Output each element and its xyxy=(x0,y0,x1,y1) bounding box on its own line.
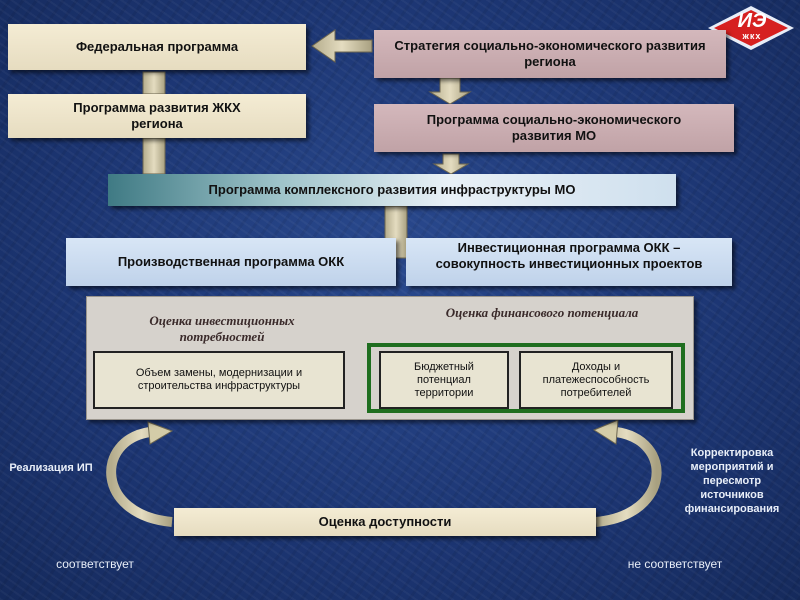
infrastructure-program-box: Программа комплексного развития инфрастр… xyxy=(108,174,676,206)
logo-diamond-icon xyxy=(708,6,794,50)
finance-heading: Оценка финансового потенциала xyxy=(445,305,639,320)
production-program-box: Производственная программа ОКК xyxy=(66,238,396,286)
mo-program-box: Программа социально-экономического разви… xyxy=(374,104,734,152)
matches-label: соответствует xyxy=(56,557,134,571)
needs-heading: Оценка инвестиционных потребностей xyxy=(149,313,295,344)
arrow-mo-to-infra xyxy=(432,153,470,175)
logo-subtext: жкх xyxy=(742,31,762,41)
cycle-right-arc xyxy=(595,427,662,527)
assessment-panel: Оценка инвестиционных потребностей Оценк… xyxy=(86,296,694,420)
cycle-right-arrowhead xyxy=(592,419,619,445)
budget-box: Бюджетный потенциал территории xyxy=(379,351,509,409)
arrow-strategy-to-federal xyxy=(311,29,373,63)
logo-text: ИЭ xyxy=(737,10,767,32)
federal-program-box: Федеральная программа xyxy=(8,24,306,70)
connector-federal-housing xyxy=(142,71,166,95)
strategy-box: Стратегия социально-экономического разви… xyxy=(374,30,726,78)
correction-label: Корректировка мероприятий и пересмотр ис… xyxy=(684,447,780,515)
cycle-left-arc xyxy=(106,427,173,527)
connector-housing-infra xyxy=(142,137,166,175)
implementation-label: Реализация ИП xyxy=(9,462,93,474)
cycle-left-arrowhead xyxy=(147,421,174,445)
finance-frame xyxy=(367,343,685,413)
logo: ИЭ жкх xyxy=(706,4,796,52)
housing-program-box: Программа развития ЖКХ региона xyxy=(8,94,306,138)
volume-box: Объем замены, модернизации и строительст… xyxy=(93,351,345,409)
investment-program-box: Инвестиционная программа ОКК – совокупно… xyxy=(406,238,732,286)
affordability-box: Оценка доступности xyxy=(174,508,596,536)
not-matches-label: не соответствует xyxy=(627,557,723,571)
arrow-strategy-to-mo xyxy=(428,77,472,105)
income-box: Доходы и платежеспособность потребителей xyxy=(519,351,673,409)
